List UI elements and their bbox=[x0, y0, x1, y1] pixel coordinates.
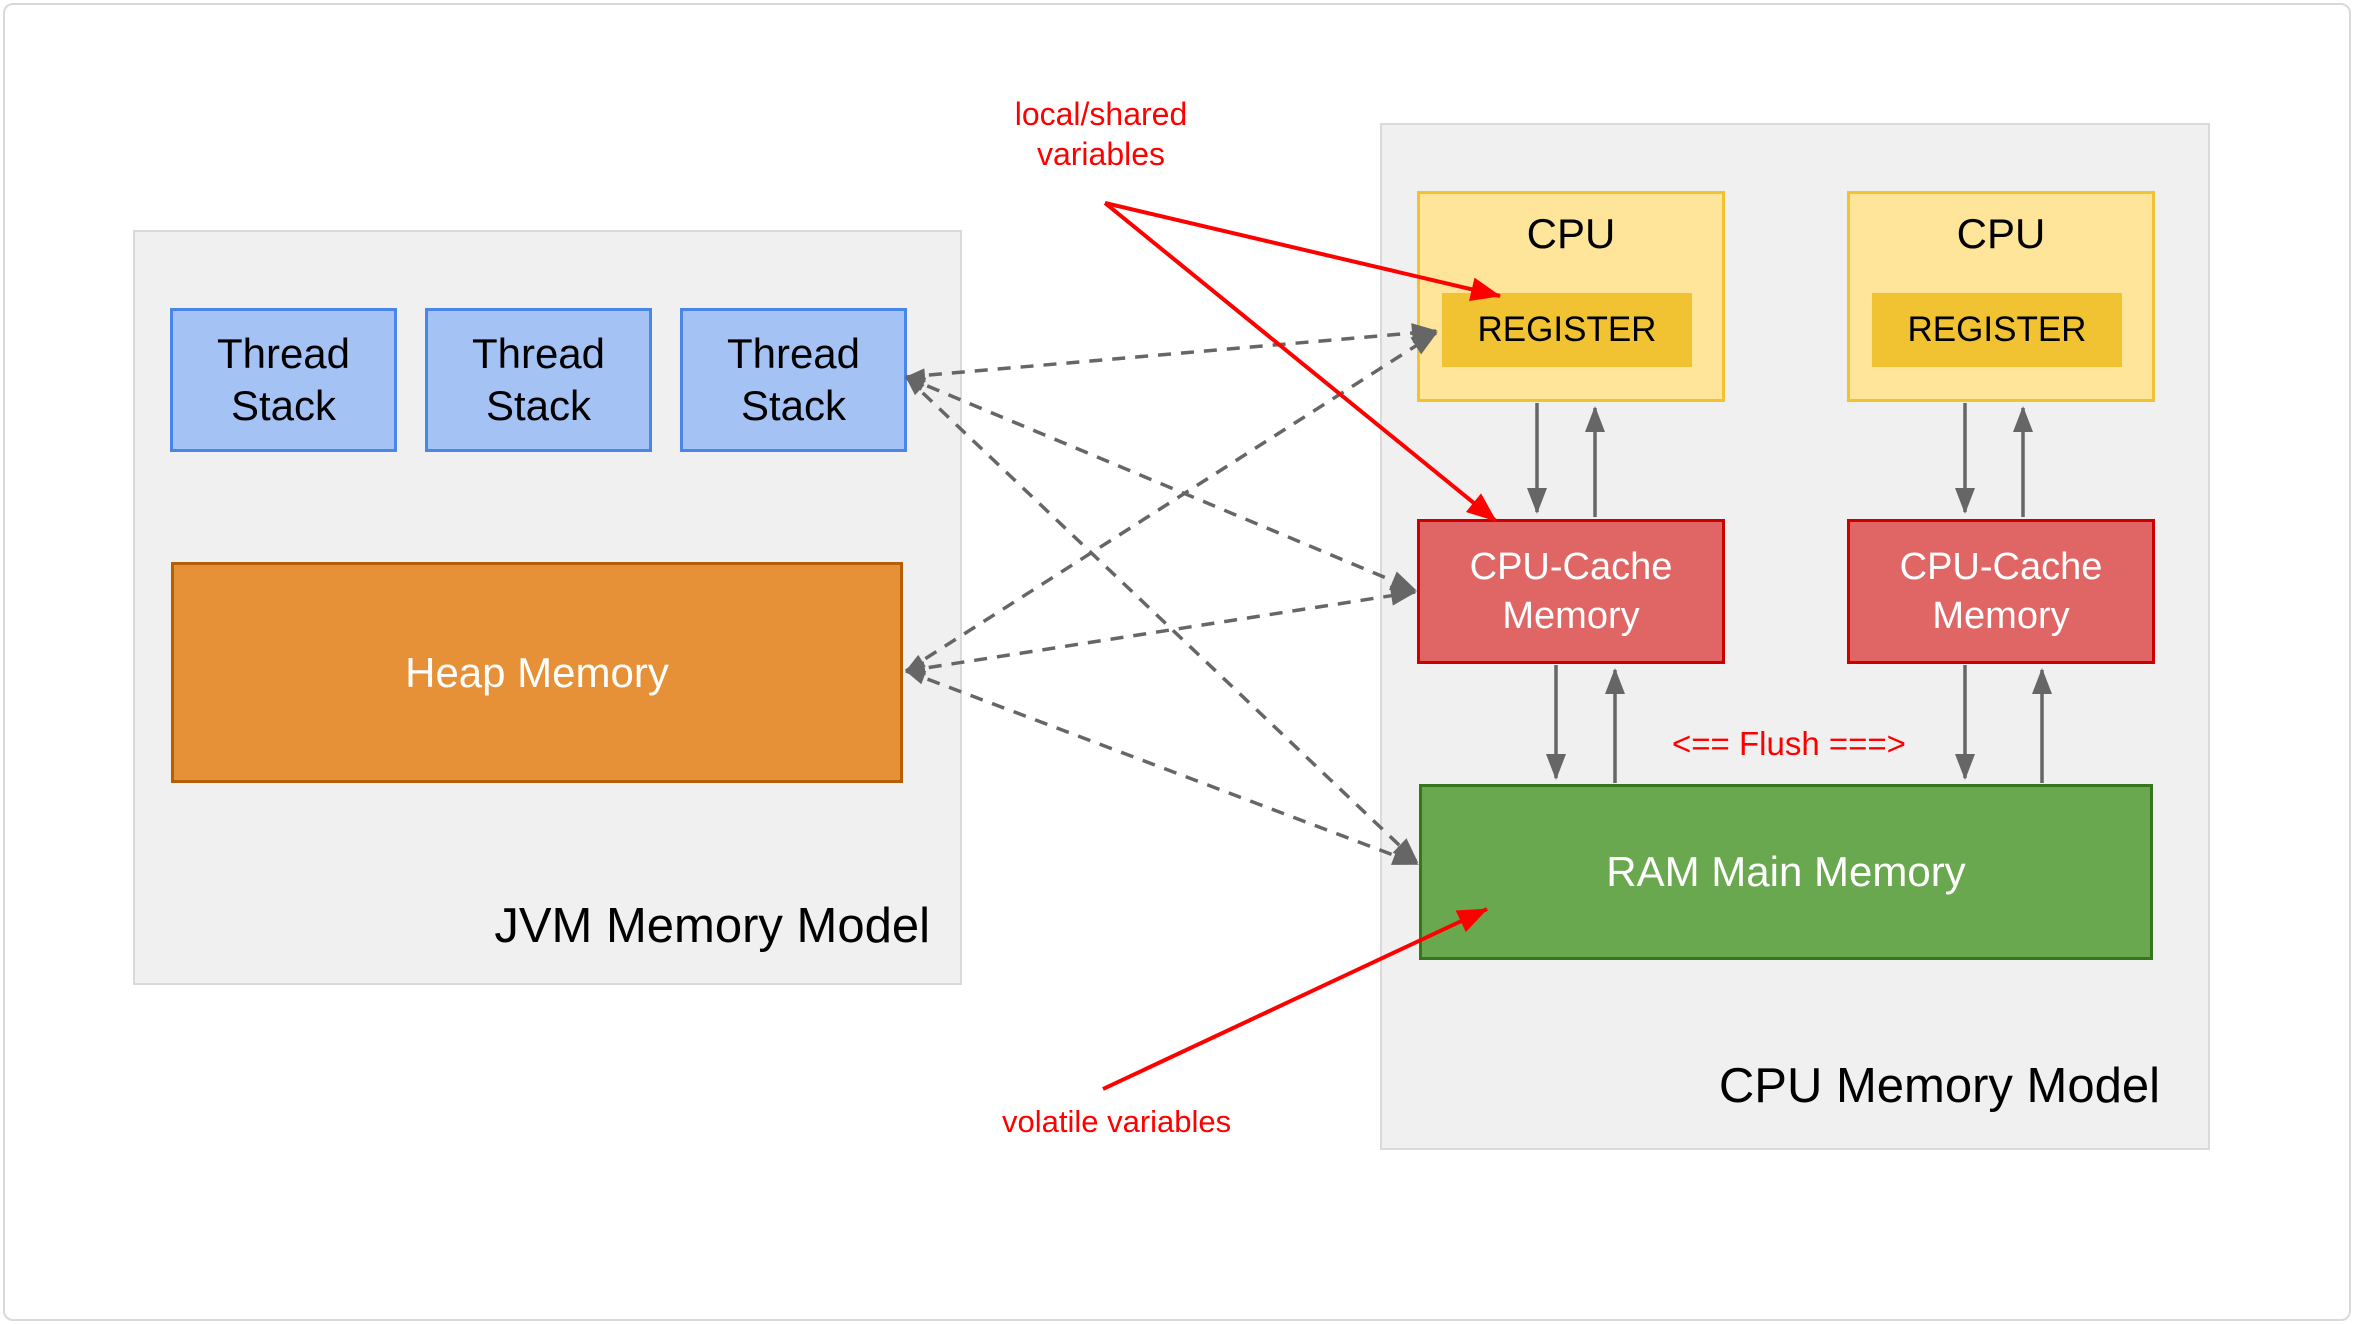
local-shared-variables-note: local/shared variables bbox=[1014, 96, 1188, 172]
jvm-panel-title: JVM Memory Model bbox=[494, 899, 930, 953]
thread-stack-box-1: Thread Stack bbox=[170, 308, 397, 452]
register-box-2: REGISTER bbox=[1872, 293, 2122, 367]
cpu-label: CPU bbox=[1526, 210, 1616, 257]
register-box-1: REGISTER bbox=[1442, 293, 1692, 367]
thread-stack-box-2: Thread Stack bbox=[425, 308, 652, 452]
cpu-label: CPU bbox=[1956, 210, 2046, 257]
thread-stack-label: Thread Stack bbox=[726, 330, 861, 429]
cpu-cache-label: CPU-Cache Memory bbox=[1469, 545, 1673, 637]
page-border bbox=[3, 3, 2351, 1321]
cpu-box-2: CPU REGISTER bbox=[1847, 191, 2155, 402]
register-label: REGISTER bbox=[1907, 310, 2087, 349]
register-label: REGISTER bbox=[1477, 310, 1657, 349]
cpu-box-1: CPU REGISTER bbox=[1417, 191, 1725, 402]
ram-label: RAM Main Memory bbox=[1606, 848, 1966, 895]
thread-stack-label: Thread Stack bbox=[216, 330, 351, 429]
heap-memory-label: Heap Memory bbox=[405, 648, 669, 696]
cpu-cache-box-1: CPU-Cache Memory bbox=[1417, 519, 1725, 664]
heap-memory-box: Heap Memory bbox=[171, 562, 903, 783]
thread-stack-box-3: Thread Stack bbox=[680, 308, 907, 452]
cpu-cache-label: CPU-Cache Memory bbox=[1899, 545, 2103, 637]
volatile-variables-note: volatile variables bbox=[1002, 1104, 1232, 1139]
ram-main-memory-box: RAM Main Memory bbox=[1419, 784, 2153, 960]
cpu-cache-box-2: CPU-Cache Memory bbox=[1847, 519, 2155, 664]
cpu-panel-title: CPU Memory Model bbox=[1718, 1059, 2160, 1113]
flush-note: <== Flush ===> bbox=[1672, 725, 1906, 762]
thread-stack-label: Thread Stack bbox=[471, 330, 606, 429]
